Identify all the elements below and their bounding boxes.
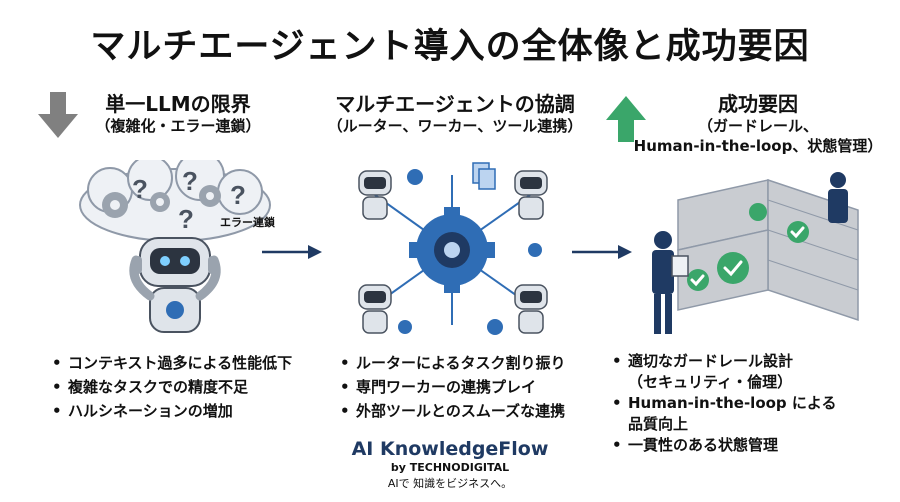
column-success-title: 成功要因 xyxy=(718,92,798,116)
list-item: 複雑なタスクでの精度不足 xyxy=(52,375,292,399)
brand-name: AI KnowledgeFlow xyxy=(351,438,549,460)
page-title: マルチエージェント導入の全体像と成功要因 xyxy=(90,27,810,67)
column-coop-title: マルチエージェントの協調 xyxy=(335,92,575,116)
svg-text:?: ? xyxy=(230,180,246,210)
up-arrow-icon xyxy=(606,96,646,142)
gear-icon xyxy=(398,169,542,335)
robot-icon xyxy=(129,237,221,333)
list-item: 外部ツールとのスムーズな連携 xyxy=(340,399,566,423)
svg-text:?: ? xyxy=(132,174,148,204)
column-limits-subtitle: （複雑化・エラー連鎖） xyxy=(95,117,261,135)
list-item: コンテキスト過多による性能低下 xyxy=(52,351,292,375)
brand-by: by TECHNODIGITAL xyxy=(390,461,510,474)
brand-tagline: AIで 知識をビジネスへ。 xyxy=(387,477,513,490)
robot-icon xyxy=(358,170,548,334)
person-icon xyxy=(652,172,848,334)
list-item: ルーターによるタスク割り振り xyxy=(340,351,566,375)
error-chain-label: エラー連鎖 xyxy=(220,215,276,229)
coop-bullet-list: ルーターによるタスク割り振り 専門ワーカーの連携プレイ 外部ツールとのスムーズな… xyxy=(340,351,566,423)
column-limits-title: 単一LLMの限界 xyxy=(105,92,251,116)
column-coop-subtitle: （ルーター、ワーカー、ツール連携） xyxy=(327,117,583,135)
column-success-heading: 成功要因 （ガードレール、 Human-in-the-loop、状態管理） xyxy=(618,92,898,156)
down-arrow-icon xyxy=(38,92,78,138)
success-bullet-list: 適切なガードレール設計 （セキュリティ・倫理） Human-in-the-loo… xyxy=(612,351,836,456)
guardrail-illustration xyxy=(652,172,859,334)
multi-agent-illustration xyxy=(358,162,548,335)
list-item: ハルシネーションの増加 xyxy=(52,399,292,423)
list-item: 適切なガードレール設計 （セキュリティ・倫理） xyxy=(612,351,836,393)
flow-arrow-1 xyxy=(262,245,322,259)
svg-text:?: ? xyxy=(178,204,194,234)
list-item-text: Human-in-the-loop による xyxy=(628,394,837,412)
clipboard-icon xyxy=(671,255,689,277)
list-item-text: 品質向上 xyxy=(628,415,689,433)
flow-arrow-2 xyxy=(572,245,632,259)
confused-robot-illustration: ???? エラー連鎖 xyxy=(79,160,276,333)
limits-bullet-list: コンテキスト過多による性能低下 複雑なタスクでの精度不足 ハルシネーションの増加 xyxy=(52,351,292,423)
router-gear-icon xyxy=(409,207,495,293)
document-icon xyxy=(472,162,496,190)
column-coop-heading: マルチエージェントの協調 （ルーター、ワーカー、ツール連携） xyxy=(305,92,605,136)
list-item: 専門ワーカーの連携プレイ xyxy=(340,375,566,399)
column-success-subtitle-2: Human-in-the-loop、状態管理） xyxy=(633,137,883,155)
list-item-text: （セキュリティ・倫理） xyxy=(628,373,793,391)
brand-block: AI KnowledgeFlow by TECHNODIGITAL AIで 知識… xyxy=(350,438,550,491)
list-item-text: 適切なガードレール設計 xyxy=(628,352,794,370)
column-limits-heading: 単一LLMの限界 （複雑化・エラー連鎖） xyxy=(78,92,278,136)
svg-text:?: ? xyxy=(182,166,198,196)
column-success-subtitle-1: （ガードレール、 xyxy=(697,117,818,135)
list-item: Human-in-the-loop による 品質向上 xyxy=(612,393,836,435)
list-item: 一貫性のある状態管理 xyxy=(612,435,836,456)
